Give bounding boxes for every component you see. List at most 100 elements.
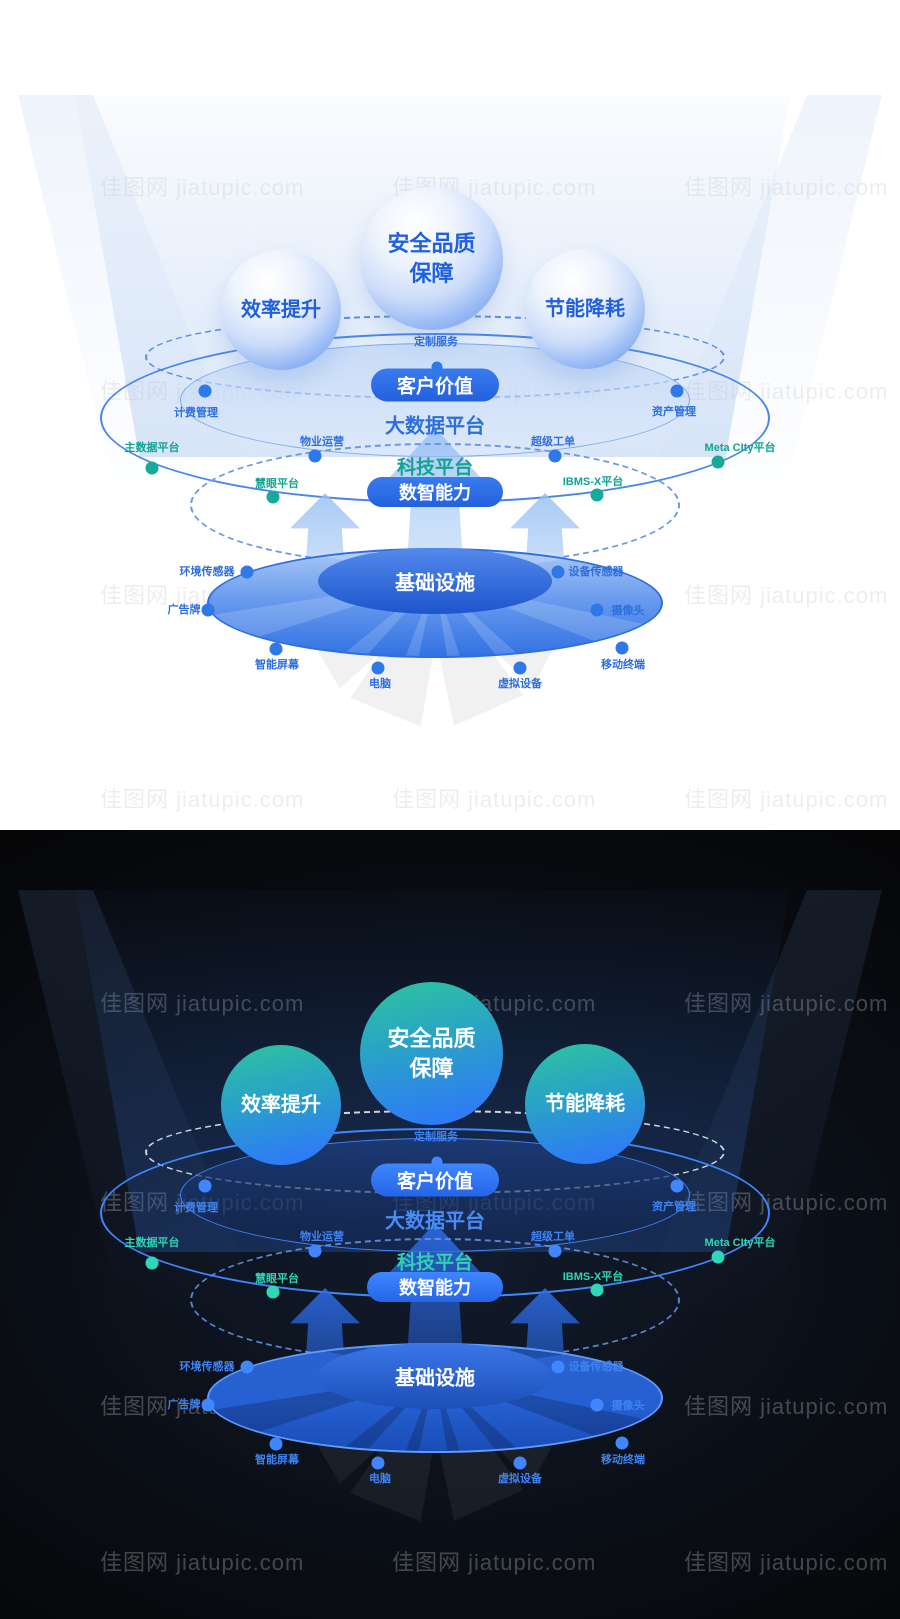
node-label-device-sensor: 设备传感器 — [568, 566, 624, 578]
node-dot-asset — [670, 1179, 684, 1193]
node-dot-custom-service — [431, 361, 443, 373]
node-dot-mobile-terminal — [615, 641, 629, 655]
node-dot-master-data — [145, 461, 159, 475]
node-label-computer: 电脑 — [369, 678, 391, 690]
node-label-camera: 摄像头 — [611, 605, 645, 617]
light-theme-panel: 基础设施 安全品质 保障 效率提升 节能降耗 客户价值 数智能力 大数据平台 科… — [0, 95, 900, 812]
digital-capability-pill: 数智能力 — [367, 1272, 503, 1302]
sphere-safety-line2: 保障 — [409, 1055, 454, 1081]
node-label-smart-screen: 智能屏幕 — [255, 659, 299, 671]
node-label-ibms-x: IBMS-X平台 — [562, 1271, 624, 1283]
node-dot-smart-screen — [269, 1437, 283, 1451]
node-label-custom-service: 定制服务 — [414, 1131, 458, 1143]
node-dot-computer — [371, 661, 385, 675]
sphere-energy-label: 节能降耗 — [545, 297, 625, 320]
node-label-asset: 资产管理 — [652, 1201, 696, 1213]
node-label-virtual-device: 虚拟设备 — [498, 1473, 542, 1485]
node-label-env-sensor: 环境传感器 — [179, 1361, 235, 1373]
node-dot-ibms-x — [590, 488, 604, 502]
big-data-layer-title: 大数据平台 — [385, 415, 485, 438]
node-dot-env-sensor — [240, 1360, 254, 1374]
node-dot-env-sensor — [240, 565, 254, 579]
node-dot-computer — [371, 1456, 385, 1470]
node-label-billboard: 广告牌 — [167, 604, 201, 616]
sphere-efficiency-label: 效率提升 — [241, 298, 321, 321]
node-label-billboard: 广告牌 — [167, 1399, 201, 1411]
node-label-asset: 资产管理 — [652, 406, 696, 418]
node-label-virtual-device: 虚拟设备 — [498, 678, 542, 690]
node-dot-meta-city — [711, 455, 725, 469]
node-label-smart-screen: 智能屏幕 — [255, 1454, 299, 1466]
sphere-safety-line2: 保障 — [409, 260, 454, 286]
sphere-energy-saving: 节能降耗 — [525, 1044, 645, 1164]
node-label-device-sensor: 设备传感器 — [568, 1361, 624, 1373]
sphere-safety-line1: 安全品质 — [387, 230, 476, 256]
node-label-meta-city: Meta CIty平台 — [704, 1237, 776, 1249]
node-dot-meta-city — [711, 1250, 725, 1264]
node-label-master-data: 主数据平台 — [124, 442, 180, 454]
tech-layer-title: 科技平台 — [396, 457, 474, 479]
node-label-billing: 计费管理 — [174, 407, 218, 419]
infrastructure-layer-title: 基础设施 — [395, 572, 475, 595]
node-label-camera: 摄像头 — [611, 1400, 645, 1412]
customer-value-pill: 客户价值 — [371, 368, 499, 402]
node-dot-billing — [198, 1179, 212, 1193]
node-dot-super-ticket — [548, 449, 562, 463]
node-dot-smart-eye — [266, 1285, 280, 1299]
node-label-custom-service: 定制服务 — [414, 336, 458, 348]
node-dot-super-ticket — [548, 1244, 562, 1258]
tech-layer-title: 科技平台 — [396, 1252, 474, 1274]
node-label-billing: 计费管理 — [174, 1202, 218, 1214]
node-dot-asset — [670, 384, 684, 398]
node-dot-smart-eye — [266, 490, 280, 504]
platform-diagram: 基础设施 安全品质 保障 效率提升 节能降耗 客户价值 数智能力 大数据平台 科… — [0, 890, 900, 1510]
node-label-computer: 电脑 — [369, 1473, 391, 1485]
node-dot-camera — [590, 1398, 604, 1412]
infrastructure-core-ellipse — [318, 1343, 552, 1409]
sphere-safety-quality: 安全品质 保障 — [360, 187, 503, 330]
node-label-smart-eye: 慧眼平台 — [255, 1273, 299, 1285]
watermark: 佳图网 jiatupic.com — [100, 1550, 305, 1575]
sphere-safety-line1: 安全品质 — [387, 1025, 476, 1051]
node-dot-property-ops — [308, 449, 322, 463]
node-dot-property-ops — [308, 1244, 322, 1258]
infrastructure-core-ellipse — [318, 548, 552, 614]
node-dot-device-sensor — [551, 1360, 565, 1374]
watermark: 佳图网 jiatupic.com — [684, 1550, 889, 1575]
sphere-efficiency: 效率提升 — [221, 1045, 341, 1165]
node-dot-custom-service — [431, 1156, 443, 1168]
sphere-efficiency: 效率提升 — [221, 250, 341, 370]
node-label-property-ops: 物业运营 — [300, 436, 344, 448]
node-dot-master-data — [145, 1256, 159, 1270]
node-label-smart-eye: 慧眼平台 — [255, 478, 299, 490]
node-label-master-data: 主数据平台 — [124, 1237, 180, 1249]
node-dot-mobile-terminal — [615, 1436, 629, 1450]
node-label-env-sensor: 环境传感器 — [179, 566, 235, 578]
node-dot-billboard — [201, 603, 215, 617]
node-label-property-ops: 物业运营 — [300, 1231, 344, 1243]
infrastructure-layer-title: 基础设施 — [395, 1367, 475, 1390]
watermark: 佳图网 jiatupic.com — [100, 787, 305, 812]
node-label-meta-city: Meta CIty平台 — [704, 442, 776, 454]
watermark: 佳图网 jiatupic.com — [392, 787, 597, 812]
dark-theme-panel: 基础设施 安全品质 保障 效率提升 节能降耗 客户价值 数智能力 大数据平台 科… — [0, 830, 900, 1619]
node-label-ibms-x: IBMS-X平台 — [562, 476, 624, 488]
sphere-energy-saving: 节能降耗 — [525, 249, 645, 369]
node-label-super-ticket: 超级工单 — [531, 436, 575, 448]
node-dot-ibms-x — [590, 1283, 604, 1297]
node-dot-virtual-device — [513, 1456, 527, 1470]
node-dot-smart-screen — [269, 642, 283, 656]
node-dot-virtual-device — [513, 661, 527, 675]
node-label-mobile-terminal: 移动终端 — [601, 1454, 645, 1466]
node-dot-billboard — [201, 1398, 215, 1412]
node-label-super-ticket: 超级工单 — [531, 1231, 575, 1243]
sphere-efficiency-label: 效率提升 — [241, 1093, 321, 1116]
platform-diagram: 基础设施 安全品质 保障 效率提升 节能降耗 客户价值 数智能力 大数据平台 科… — [0, 95, 900, 715]
watermark: 佳图网 jiatupic.com — [392, 1550, 597, 1575]
node-dot-device-sensor — [551, 565, 565, 579]
node-dot-camera — [590, 603, 604, 617]
digital-capability-pill: 数智能力 — [367, 477, 503, 507]
node-label-mobile-terminal: 移动终端 — [601, 659, 645, 671]
customer-value-pill: 客户价值 — [371, 1163, 499, 1197]
sphere-safety-quality: 安全品质 保障 — [360, 982, 503, 1125]
